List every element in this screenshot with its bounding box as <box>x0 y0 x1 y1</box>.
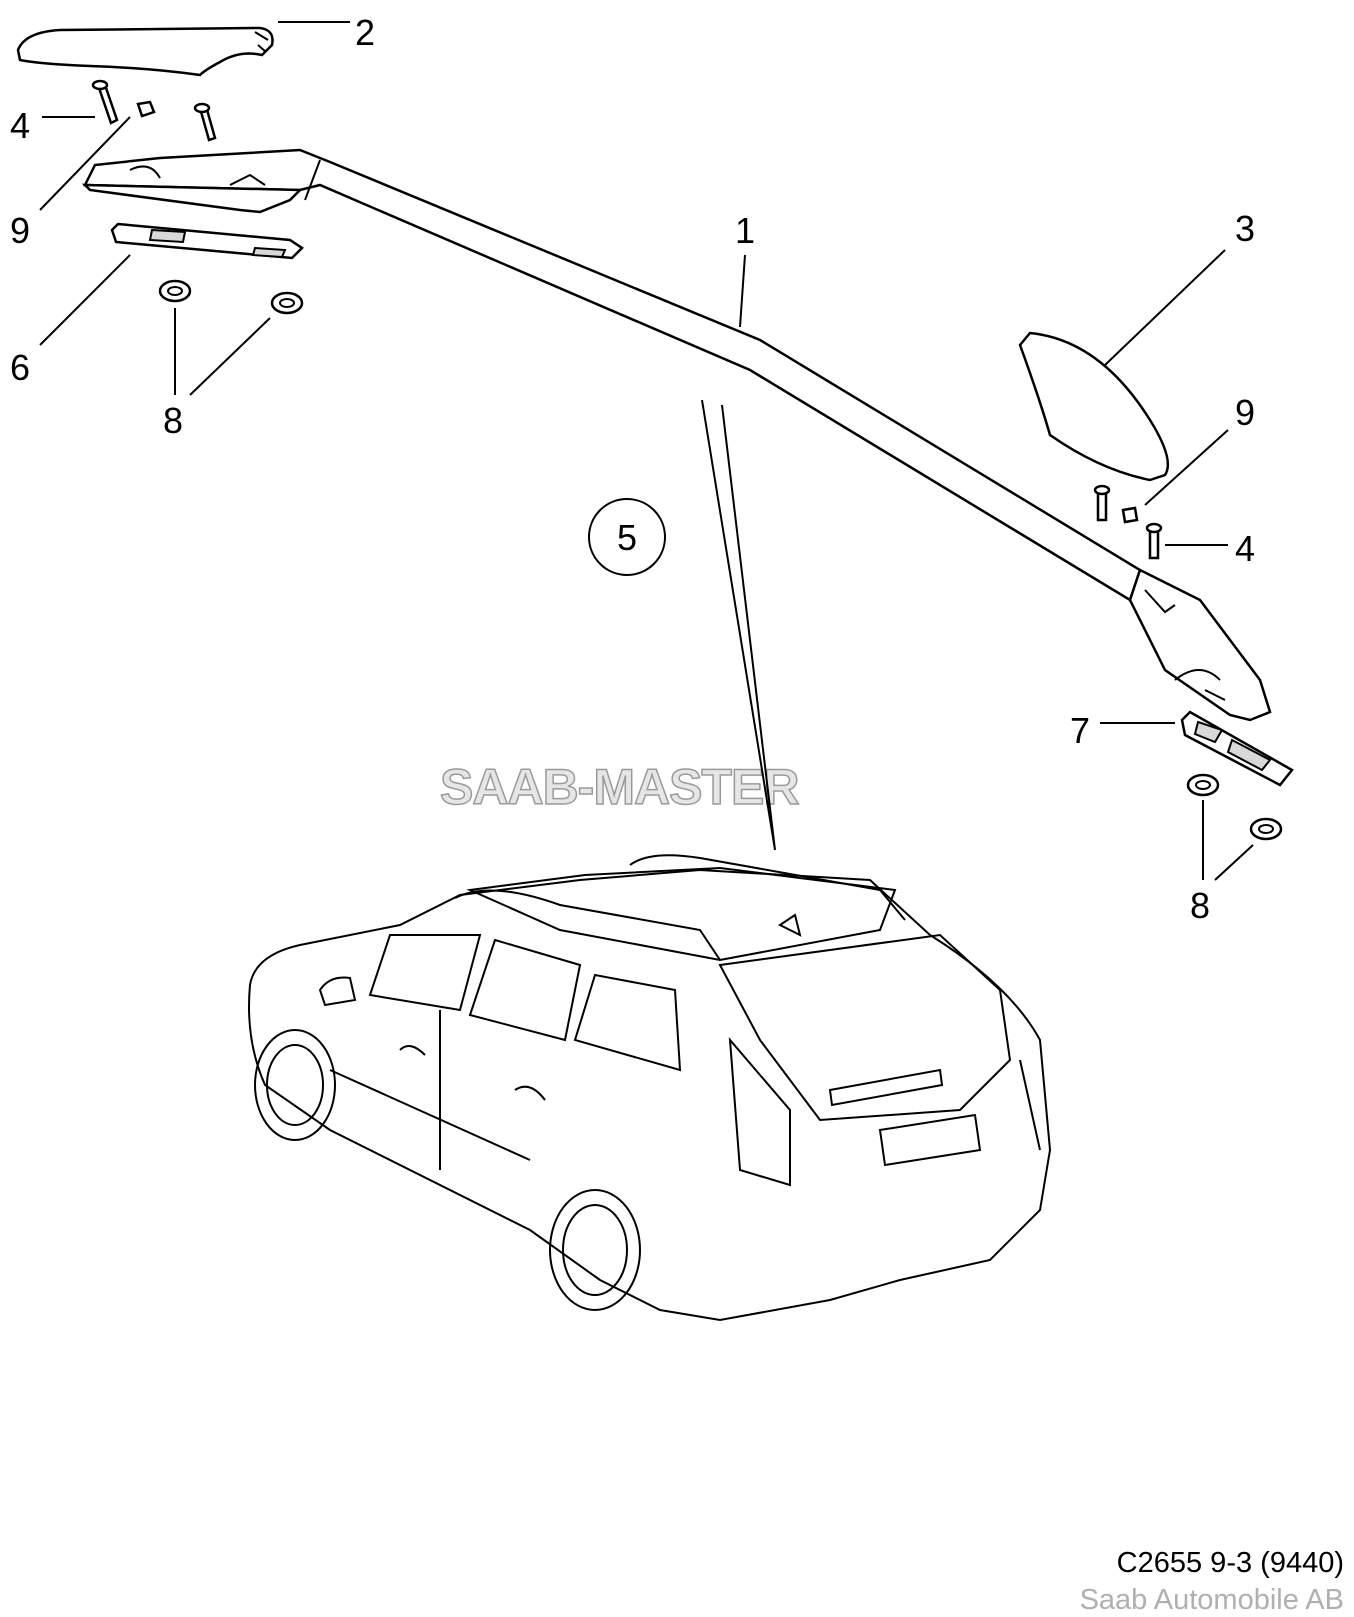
callout-5-circle <box>588 498 666 576</box>
part-4-bolts-left <box>91 79 217 142</box>
callout-9-left: 9 <box>10 210 30 251</box>
part-6-left-seal <box>110 222 304 260</box>
part-2-front-cover <box>16 26 274 77</box>
callout-9-right: 9 <box>1235 392 1255 433</box>
callout-8-left: 8 <box>163 400 183 441</box>
part-8-washers-left <box>158 279 304 315</box>
callout-3: 3 <box>1235 208 1255 249</box>
callout-6: 6 <box>10 347 30 388</box>
callout-5: 5 <box>617 517 637 558</box>
callout-1: 1 <box>735 210 755 251</box>
part-7-right-seal <box>1180 710 1294 787</box>
part-3-rear-cover <box>1018 331 1170 482</box>
part-1-roof-rail <box>81 148 1272 722</box>
callout-2: 2 <box>355 12 375 53</box>
copyright-text: Saab Automobile AB <box>1079 1584 1344 1616</box>
part-4-9-right-fasteners <box>1093 484 1163 560</box>
leader-lines <box>39 21 1254 881</box>
callout-8-right: 8 <box>1190 885 1210 926</box>
figure-code: C2655 9-3 (9440) <box>1116 1547 1344 1579</box>
car-illustration <box>248 854 1052 1322</box>
callout-4-right: 4 <box>1235 528 1255 569</box>
callout-4-left: 4 <box>10 105 30 146</box>
callout-7: 7 <box>1070 710 1090 751</box>
part-8-washers-right <box>1186 773 1283 841</box>
watermark: SAAB-MASTER <box>440 759 799 815</box>
